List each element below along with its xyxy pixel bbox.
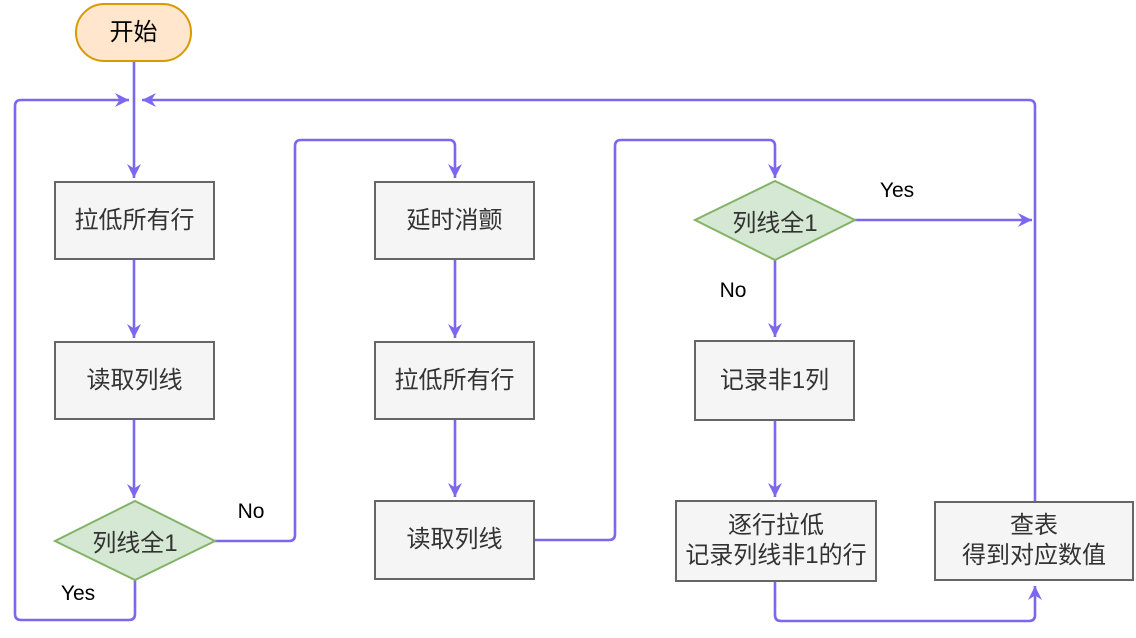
edge-decision-1-no-to-debounce — [215, 138, 462, 543]
edge-label-decision-1-no: No — [237, 500, 265, 523]
start-node: 开始 — [75, 3, 192, 62]
process-pull-rows-1: 拉低所有行 — [54, 181, 215, 260]
start-node-label: 开始 — [109, 18, 158, 46]
process-debounce: 延时消颤 — [374, 181, 535, 260]
edge-label-decision-1-yes: Yes — [60, 582, 96, 605]
process-record-col: 记录非1列 — [694, 340, 855, 421]
process-lookup-line1: 查表 — [1010, 512, 1058, 539]
decision-1-label: 列线全1 — [92, 530, 178, 557]
process-lookup-label: 查表 得到对应数值 — [962, 511, 1106, 571]
process-row-scan-label: 逐行拉低 记录列线非1的行 — [685, 511, 866, 571]
process-record-col-label: 记录非1列 — [719, 366, 830, 394]
edge-label-decision-2-yes: Yes — [879, 179, 915, 202]
process-pull-rows-2: 拉低所有行 — [374, 341, 535, 420]
process-row-scan: 逐行拉低 记录列线非1的行 — [675, 500, 877, 582]
process-pull-rows-1-label: 拉低所有行 — [74, 206, 195, 234]
edge-label-decision-2-no: No — [719, 279, 747, 302]
edge-row-scan-to-lookup — [773, 582, 1042, 623]
process-read-cols-2: 读取列线 — [374, 500, 535, 580]
process-row-scan-line1: 逐行拉低 — [727, 512, 824, 539]
process-read-cols-1-label: 读取列线 — [86, 366, 183, 394]
edge-decision-1-yes-return — [13, 93, 137, 622]
decision-2-shape — [692, 179, 858, 262]
process-debounce-label: 延时消颤 — [406, 206, 503, 234]
process-read-cols-2-label: 读取列线 — [406, 526, 503, 553]
process-lookup-line2: 得到对应数值 — [962, 542, 1106, 569]
decision-2-label: 列线全1 — [732, 210, 818, 237]
process-lookup: 查表 得到对应数值 — [934, 501, 1134, 581]
edge-lookup-return — [142, 93, 1037, 501]
process-pull-rows-2-label: 拉低所有行 — [394, 366, 515, 394]
decision-1-shape — [52, 499, 218, 582]
process-row-scan-line2: 记录列线非1的行 — [685, 542, 867, 569]
edge-read-cols-2-to-decision-2 — [535, 138, 782, 542]
process-read-cols-1: 读取列线 — [54, 341, 215, 420]
